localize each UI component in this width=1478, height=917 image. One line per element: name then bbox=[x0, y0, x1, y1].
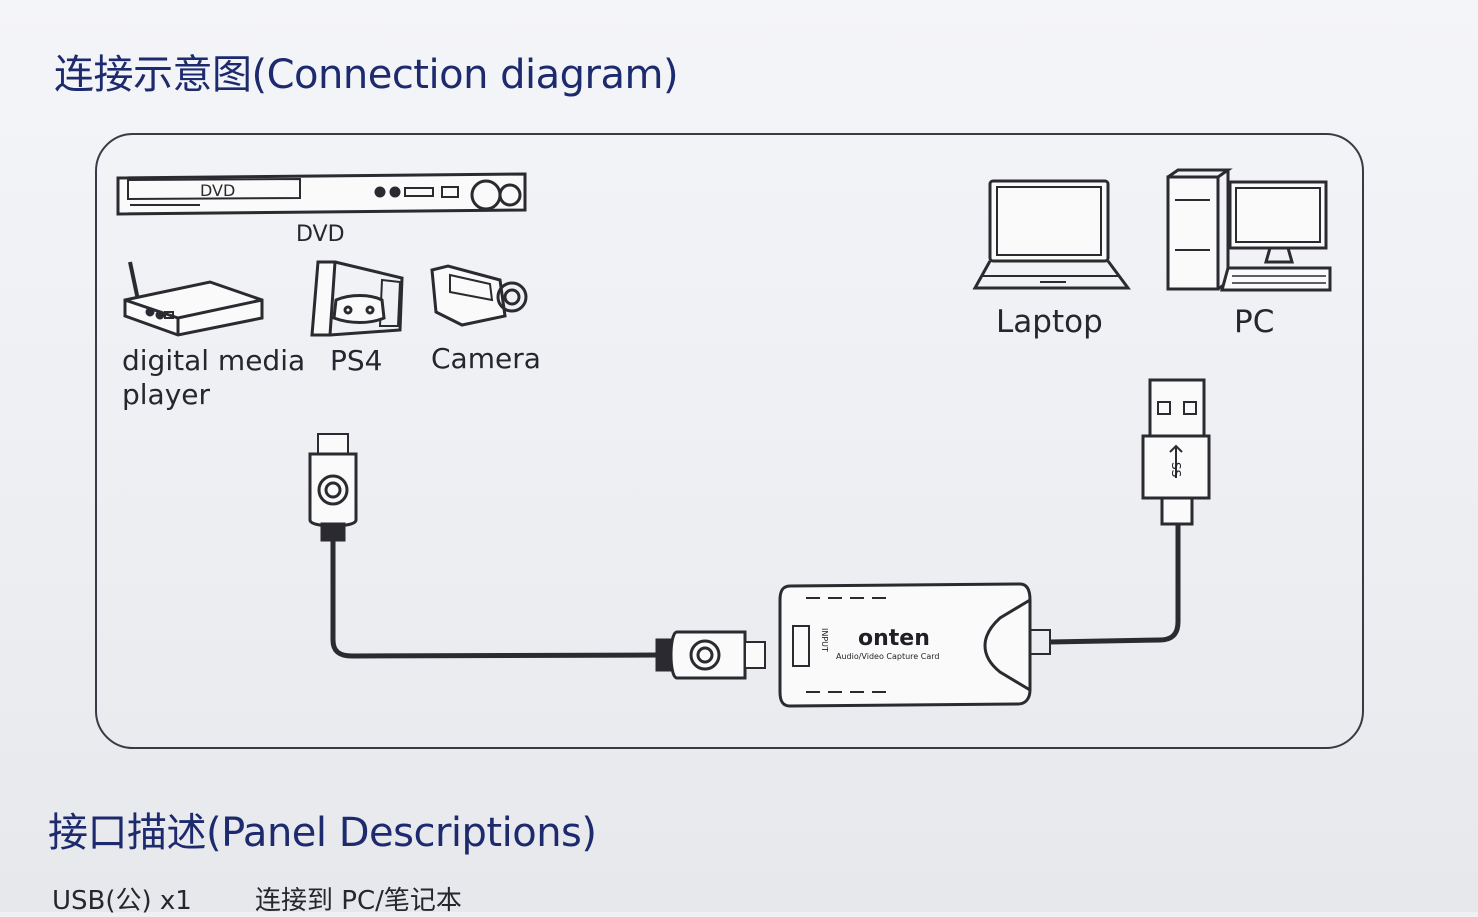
usb-spec-text: USB(公) x1 bbox=[52, 886, 192, 916]
panel-descriptions-title: 接口描述(Panel Descriptions) bbox=[48, 810, 597, 856]
hdmi-connector-bottom-icon bbox=[655, 630, 766, 680]
capture-card-port-label: INPUT bbox=[820, 628, 829, 652]
media-player-icon bbox=[123, 261, 264, 337]
dvd-panel-text: DVD bbox=[200, 181, 235, 200]
laptop-icon bbox=[972, 179, 1131, 290]
media-player-label-line2: player bbox=[122, 378, 211, 411]
dvd-label: DVD bbox=[296, 222, 345, 247]
camera-label: Camera bbox=[431, 342, 541, 375]
usb-cable bbox=[1049, 520, 1181, 645]
hdmi-connector-top-icon bbox=[308, 433, 358, 542]
capture-card-subtitle: Audio/Video Capture Card bbox=[836, 652, 939, 661]
capture-card-brand: onten bbox=[858, 626, 930, 651]
diagram-frame bbox=[95, 133, 1364, 749]
usb-ss-mark: SS bbox=[1169, 462, 1183, 477]
dvd-player-icon bbox=[116, 172, 527, 216]
usb-plug-icon bbox=[1141, 378, 1211, 526]
connection-diagram-title: 连接示意图(Connection diagram) bbox=[54, 52, 679, 98]
usb-description-text: 连接到 PC/笔记本 bbox=[255, 886, 462, 916]
pc-label: PC bbox=[1234, 304, 1275, 340]
camcorder-icon bbox=[430, 264, 528, 327]
hdmi-cable bbox=[330, 540, 661, 659]
desktop-pc-icon bbox=[1166, 168, 1332, 292]
ps4-label: PS4 bbox=[330, 344, 383, 377]
ps4-console-icon bbox=[310, 260, 404, 337]
capture-card-icon bbox=[778, 582, 1051, 708]
laptop-label: Laptop bbox=[996, 304, 1103, 340]
media-player-label-line1: digital media bbox=[122, 344, 306, 377]
